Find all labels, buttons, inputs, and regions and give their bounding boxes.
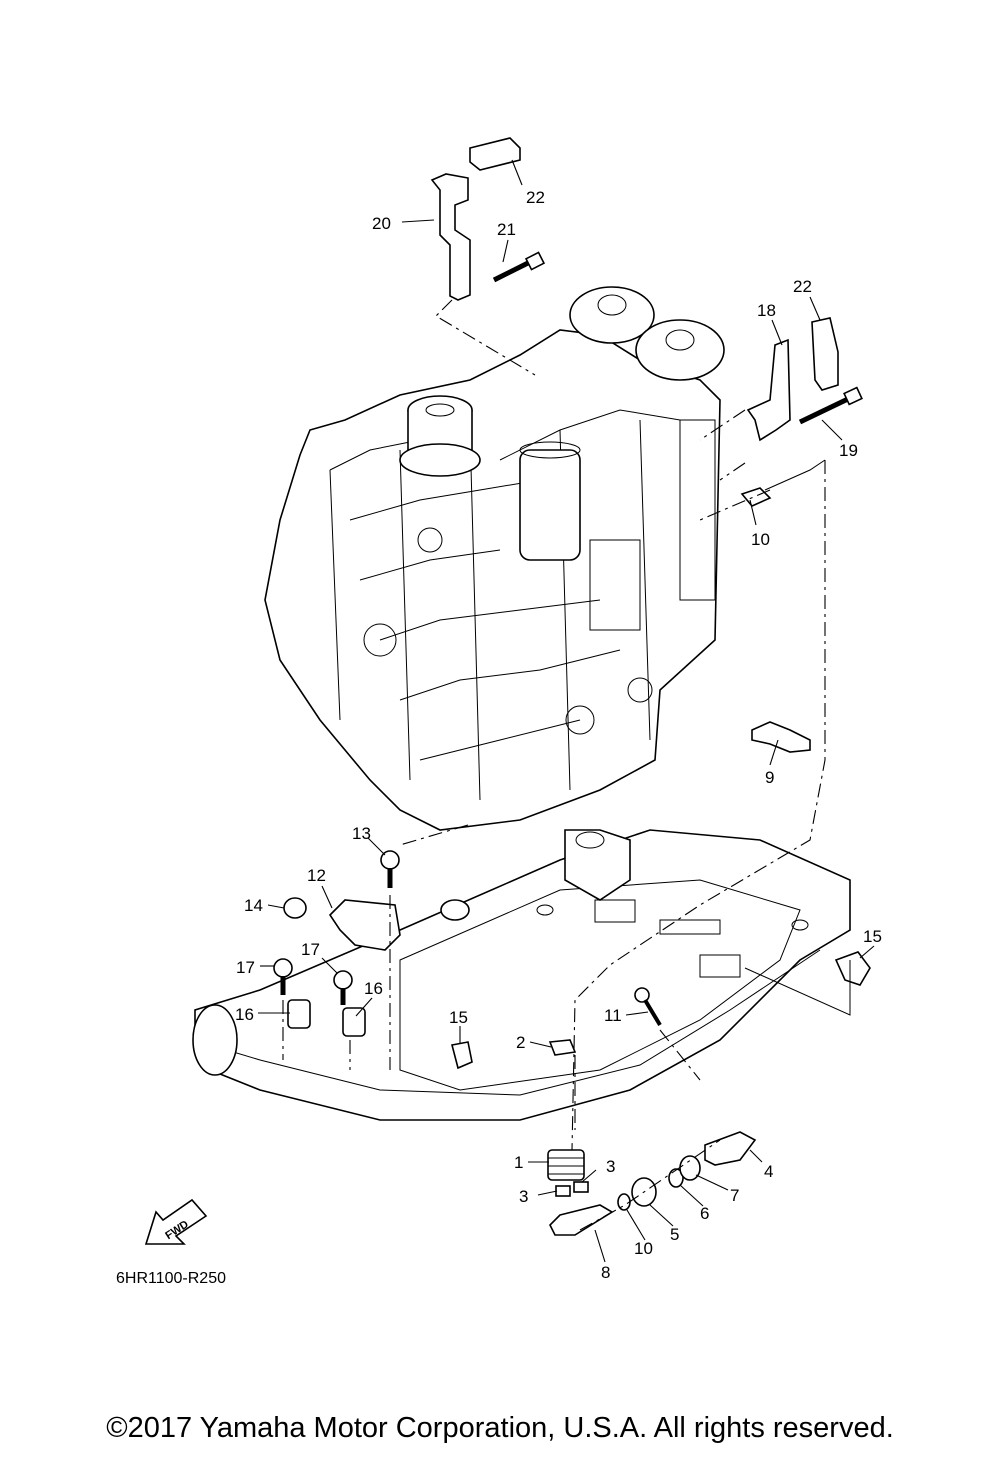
callout-16-left: 16 [235, 1005, 254, 1024]
callout-19: 19 [839, 441, 858, 460]
hose-upper [764, 459, 826, 491]
cap-part-22-upper [469, 137, 521, 171]
callout-2: 2 [516, 1033, 525, 1052]
callout-15-right: 15 [863, 927, 882, 946]
bolt-part-19 [798, 386, 863, 425]
grommet-part-14 [283, 897, 307, 919]
callout-4: 4 [764, 1162, 773, 1181]
callout-8: 8 [601, 1263, 610, 1282]
callout-15-left: 15 [449, 1008, 468, 1027]
callout-5: 5 [670, 1225, 679, 1244]
bracket-part-12 [328, 899, 401, 951]
bracket-part-18 [746, 338, 791, 442]
bolt-part-17-left [273, 958, 293, 995]
callout-16-right: 16 [364, 979, 383, 998]
washer-part-6 [668, 1168, 684, 1188]
bolt-part-21 [492, 251, 546, 283]
leader-lines [258, 159, 875, 1263]
diagram-reference-code: 6HR1100-R250 [116, 1270, 226, 1287]
nut-part-2 [548, 1039, 577, 1056]
engine-block [264, 286, 725, 831]
callout-12: 12 [307, 866, 326, 885]
callout-13: 13 [352, 824, 371, 843]
clip-part-15-left [451, 1041, 473, 1070]
callout-numbers: 20 21 22 22 18 19 10 9 13 12 14 17 17 16… [235, 188, 882, 1282]
clamp-part-3-right [573, 1181, 589, 1193]
callout-3-right: 3 [606, 1157, 615, 1176]
seal-part-7 [679, 1155, 701, 1181]
clamp-part-3-left [555, 1185, 571, 1197]
callout-6: 6 [700, 1204, 709, 1223]
bolt-part-13 [380, 850, 400, 888]
copyright-notice: ©2017 Yamaha Motor Corporation, U.S.A. A… [106, 1412, 894, 1444]
callout-22-upper: 22 [526, 188, 545, 207]
callout-7: 7 [730, 1186, 739, 1205]
callout-18: 18 [757, 301, 776, 320]
callout-1: 1 [514, 1153, 523, 1172]
callout-21: 21 [497, 220, 516, 239]
callout-11: 11 [604, 1006, 622, 1025]
callout-10-lower: 10 [634, 1239, 653, 1258]
clip-part-16-right [342, 1007, 366, 1037]
clip-part-15-right [834, 951, 871, 986]
clip-part-10-lower [617, 1193, 631, 1211]
bottom-cowling [192, 829, 851, 1121]
callout-17-left: 17 [236, 958, 255, 977]
bracket-part-20 [430, 173, 471, 301]
hose-part-8 [549, 1204, 614, 1236]
callout-22-right: 22 [793, 277, 812, 296]
callout-14: 14 [244, 896, 263, 915]
grommet-part-4 [704, 1131, 757, 1166]
callout-20: 20 [372, 214, 391, 233]
fwd-arrow-icon: FWD [144, 1198, 208, 1245]
callout-10-upper: 10 [751, 530, 770, 549]
screw-part-11 [634, 987, 662, 1027]
assembly-lines [282, 299, 851, 1231]
callout-9: 9 [765, 768, 774, 787]
callout-17-right: 17 [301, 940, 320, 959]
callout-3-left: 3 [519, 1187, 528, 1206]
clip-part-9 [751, 721, 811, 753]
clip-part-16-left [287, 999, 311, 1029]
bolt-part-17-right [333, 970, 353, 1005]
fitting-part-1 [547, 1149, 585, 1181]
clip-part-10-upper [740, 487, 772, 507]
cap-part-22-right [811, 317, 839, 391]
